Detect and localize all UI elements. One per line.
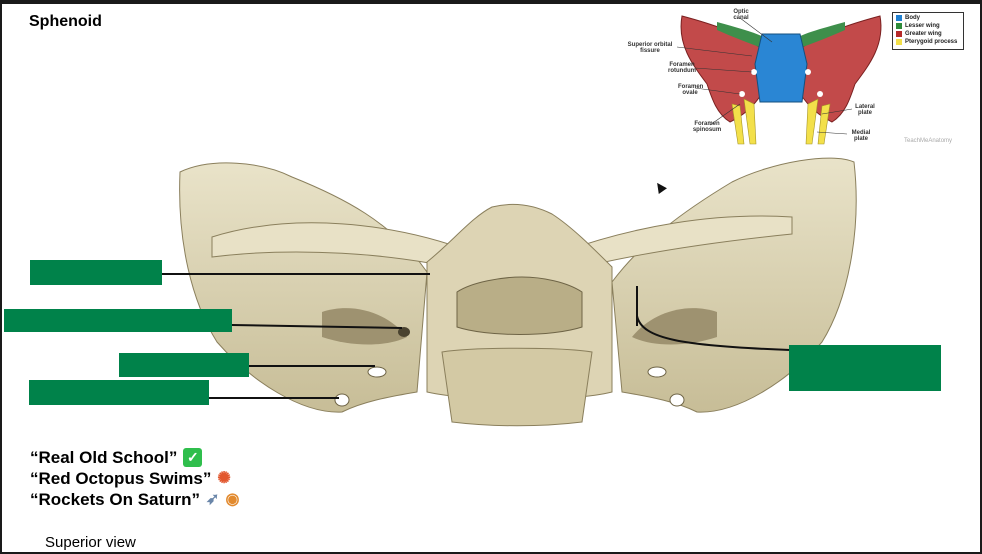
label-medial-plate: Medial plate [851,130,871,142]
legend-item: Greater wing [896,30,960,38]
leader-line [636,286,638,326]
answer-box-superior-orbital-fissure[interactable] [4,309,232,332]
check-mark-icon: ✓ [183,448,203,467]
mnemonic-line: “Rockets On Saturn” ➶ ◉ [30,489,239,510]
mnemonic-text: “Real Old School” [30,448,178,467]
mnemonic-list: “Real Old School” ✓ “Red Octopus Swims” … [30,447,239,510]
inset-sphenoid-illustration [676,15,882,145]
label-superior-orbital-fissure: Superior orbital fissure [627,42,673,54]
mnemonic-line: “Real Old School” ✓ [30,447,239,468]
planet-icon: ◉ [225,491,240,508]
sphenoid-bone-image [179,157,857,427]
legend-item: Pterygoid process [896,38,960,46]
mnemonic-text: “Red Octopus Swims” [30,469,212,488]
legend-label: Pterygoid process [905,39,958,45]
mnemonic-line: “Red Octopus Swims” ✺ [30,468,239,489]
label-optic-canal: Optic canal [733,9,749,21]
label-lateral-plate: Lateral plate [855,104,875,116]
legend-swatch [896,15,902,21]
label-foramen-spinosum: Foramen spinosum [692,121,722,133]
legend-label: Body [905,15,920,21]
label-foramen-ovale: Foramen ovale [678,84,704,96]
legend-label: Lesser wing [905,23,940,29]
legend-label: Greater wing [905,31,942,37]
legend-swatch [896,39,902,45]
octopus-icon: ✺ [217,470,231,487]
answer-box-foramen-ovale[interactable] [29,380,209,405]
answer-box-foramen-rotundum[interactable] [119,353,249,377]
answer-box-lesser-wing[interactable] [30,260,162,285]
legend-item: Lesser wing [896,22,960,30]
legend: Body Lesser wing Greater wing Pterygoid … [892,12,964,50]
view-caption: Superior view [45,534,136,551]
leader-line [249,365,375,367]
legend-item: Body [896,14,960,22]
watermark: TeachMeAnatomy [904,138,953,144]
leader-line [209,397,339,399]
leader-line [162,273,430,275]
mnemonic-text: “Rockets On Saturn” [30,490,201,509]
leader-curve [636,315,791,351]
rocket-icon: ➶ [206,491,220,508]
slide: Sphenoid [2,4,980,552]
slide-title: Sphenoid [29,13,102,30]
answer-box-greater-wing[interactable] [789,345,941,391]
legend-swatch [896,31,902,37]
legend-swatch [896,23,902,29]
inset-diagram: Optic canal Superior orbital fissure For… [622,4,972,152]
label-foramen-rotundum: Foramen rotundum [668,62,696,74]
